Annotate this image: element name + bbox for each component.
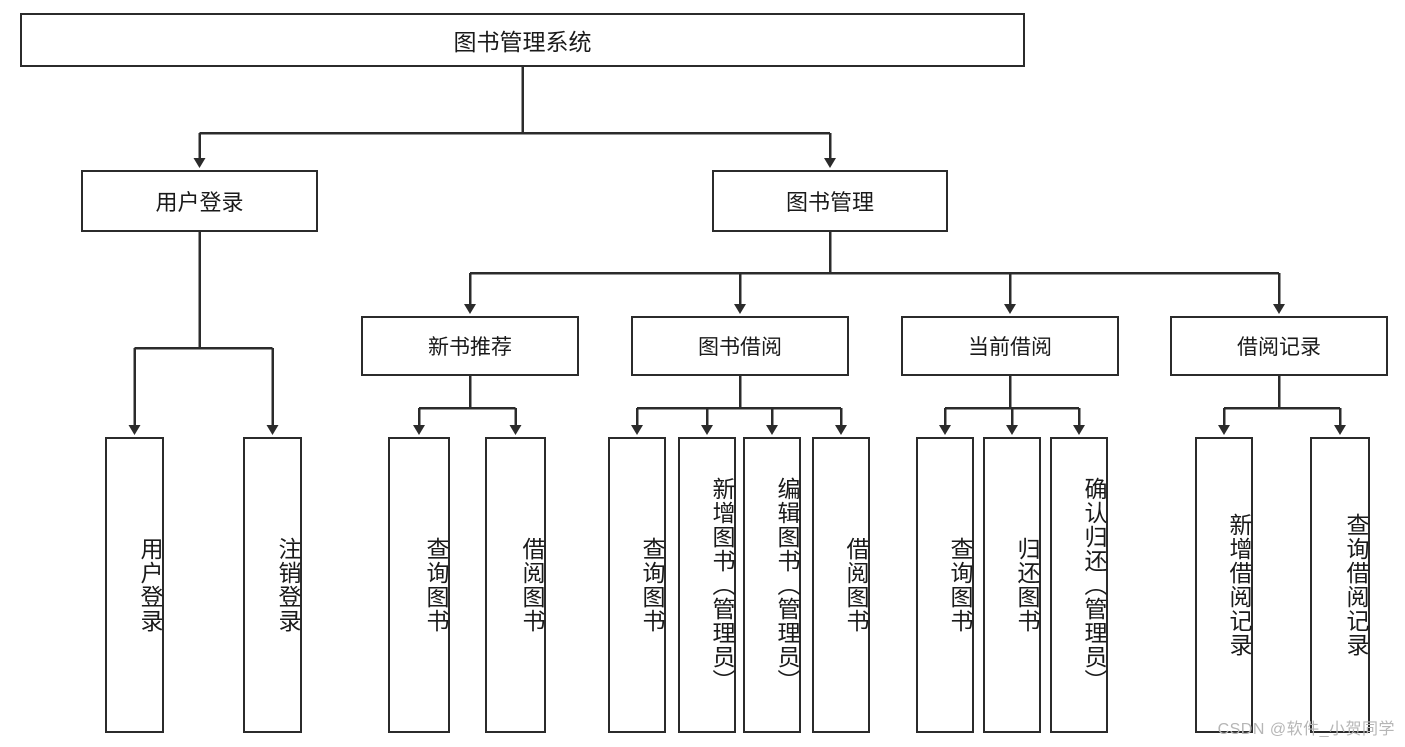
node-book-manage[interactable]: 图书管理 xyxy=(712,170,948,232)
node-leaf-confirm[interactable]: 确认归还（管理员） xyxy=(1050,437,1108,733)
node-label: 新书推荐 xyxy=(428,336,512,359)
node-label: 图书借阅 xyxy=(698,336,782,359)
node-label: 借阅图书 xyxy=(519,537,545,633)
node-label: 查询图书 xyxy=(639,537,665,633)
node-label: 注销登录 xyxy=(275,537,301,633)
node-leaf-add-record[interactable]: 新增借阅记录 xyxy=(1195,437,1253,733)
node-leaf-borrow-2[interactable]: 借阅图书 xyxy=(812,437,870,733)
node-leaf-query-3[interactable]: 查询图书 xyxy=(916,437,974,733)
node-book-borrow[interactable]: 图书借阅 xyxy=(631,316,849,376)
node-label: 用户登录 xyxy=(137,537,163,633)
node-label: 借阅记录 xyxy=(1237,336,1321,359)
node-leaf-return[interactable]: 归还图书 xyxy=(983,437,1041,733)
node-label: 图书管理系统 xyxy=(453,29,592,55)
node-label: 编辑图书（管理员） xyxy=(774,477,800,693)
node-label: 查询图书 xyxy=(947,537,973,633)
node-label: 查询借阅记录 xyxy=(1343,513,1369,657)
node-label: 新增图书（管理员） xyxy=(709,477,735,693)
node-leaf-query-2[interactable]: 查询图书 xyxy=(608,437,666,733)
node-leaf-query-1[interactable]: 查询图书 xyxy=(388,437,450,733)
node-user-login[interactable]: 用户登录 xyxy=(81,170,318,232)
node-label: 图书管理 xyxy=(785,190,874,215)
node-label: 新增借阅记录 xyxy=(1226,513,1252,657)
node-borrow-record[interactable]: 借阅记录 xyxy=(1170,316,1388,376)
node-label: 借阅图书 xyxy=(843,537,869,633)
node-new-book-rec[interactable]: 新书推荐 xyxy=(361,316,579,376)
node-leaf-borrow-1[interactable]: 借阅图书 xyxy=(485,437,546,733)
node-leaf-add-book[interactable]: 新增图书（管理员） xyxy=(678,437,736,733)
node-leaf-logout[interactable]: 注销登录 xyxy=(243,437,302,733)
node-label: 查询图书 xyxy=(423,537,449,633)
node-leaf-user-login[interactable]: 用户登录 xyxy=(105,437,164,733)
node-label: 归还图书 xyxy=(1014,537,1040,633)
node-root[interactable]: 图书管理系统 xyxy=(20,13,1025,67)
node-leaf-qry-record[interactable]: 查询借阅记录 xyxy=(1310,437,1370,733)
node-label: 当前借阅 xyxy=(968,336,1052,359)
node-label: 用户登录 xyxy=(155,190,244,215)
node-leaf-edit-book[interactable]: 编辑图书（管理员） xyxy=(743,437,801,733)
node-current-borrow[interactable]: 当前借阅 xyxy=(901,316,1119,376)
node-label: 确认归还（管理员） xyxy=(1081,477,1107,693)
